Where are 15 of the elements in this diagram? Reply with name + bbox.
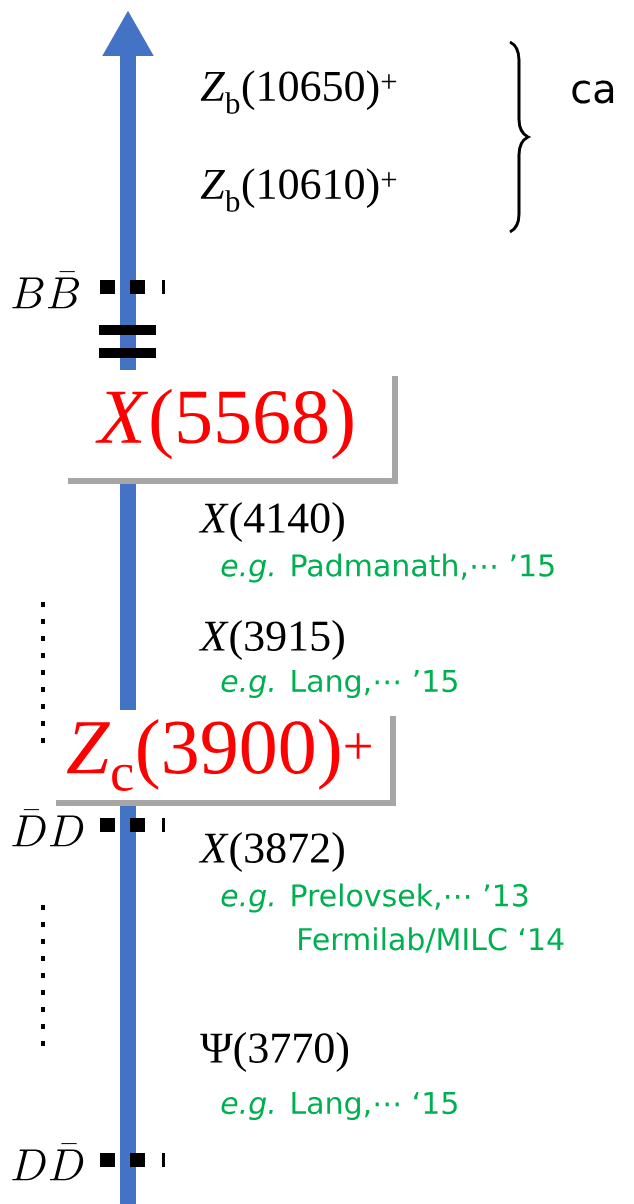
reference-note: e.g. Lang,⋯ ’15 (221, 669, 457, 699)
reference-note: Fermilab/MILC ‘14 (299, 927, 564, 953)
reference-note: e.g. Padmanath,⋯ ’15 (221, 553, 554, 583)
side-note: ca (572, 80, 614, 104)
particle-card: Z$_{c}$(3900)$^{+}$ (50, 710, 396, 806)
reference-note: e.g. Prelovsek,⋯ ’13 (221, 883, 528, 913)
particle-label: Ψ(3770) (200, 1032, 349, 1072)
particle-card: X(5568) (62, 370, 398, 484)
reference-note: e.g. Lang,⋯ ‘15 (221, 1091, 457, 1121)
particle-label: X(3915) (198, 620, 344, 660)
threshold-label: $D\bar{D}$ (12, 1143, 84, 1181)
particle-label: Z$_{b}$(10610)$^{+}$ (200, 168, 397, 212)
particle-label: Z$_{b}$(10650)$^{+}$ (200, 70, 397, 114)
threshold-label: $B\bar{B}$ (12, 271, 80, 309)
threshold-label: $\bar{D}D$ (12, 809, 84, 847)
